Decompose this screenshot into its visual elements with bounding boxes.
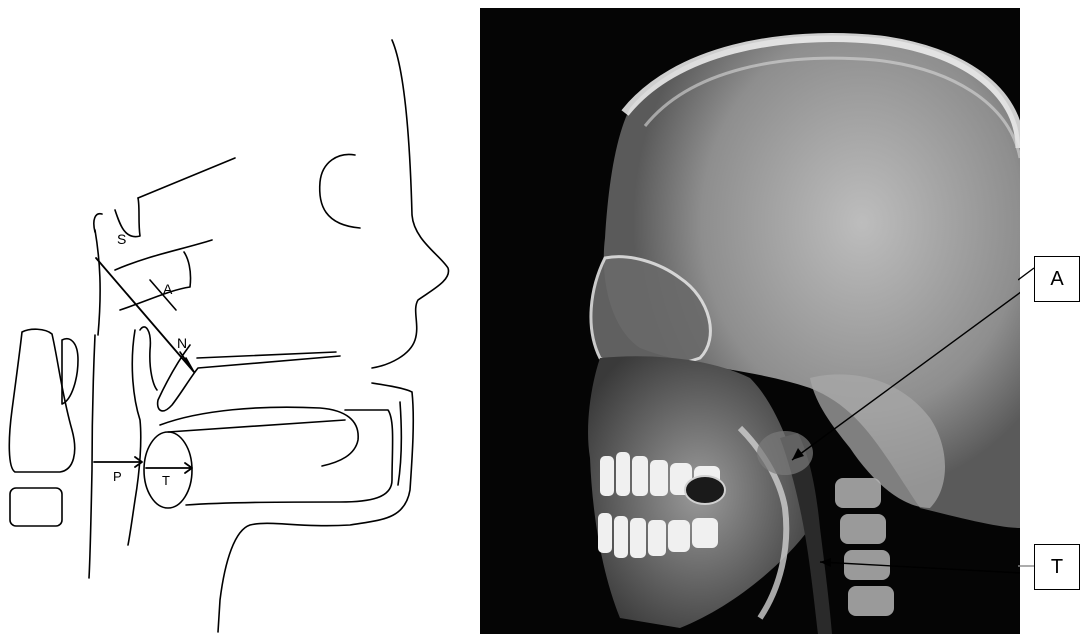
face-profile-line (372, 40, 449, 368)
unerupted-molar (685, 476, 725, 504)
p-arrow (94, 457, 142, 467)
s-n-line (96, 258, 194, 372)
label-t: T (162, 473, 170, 488)
label-n: N (177, 335, 187, 351)
callout-box-a: A (1034, 256, 1080, 302)
vertebra-small (62, 339, 78, 404)
orbit-outline (320, 154, 360, 228)
label-s: S (117, 231, 126, 247)
label-a: A (163, 281, 173, 297)
maxilla-outline (120, 252, 191, 310)
nasopharynx-upper-line (95, 230, 100, 335)
palate-line (115, 240, 212, 270)
t-arrow (146, 463, 192, 473)
callout-box-t: T (1034, 544, 1080, 590)
adenoid-region (757, 431, 813, 475)
vertebra-upper (9, 329, 74, 472)
soft-palate-upper-line (197, 352, 336, 358)
chin-neck-line (218, 383, 413, 632)
tongue-cross-section (144, 432, 192, 508)
lateral-skull-xray (480, 8, 1020, 634)
tongue-cylinder-top (168, 420, 345, 432)
vertebra-lower (10, 488, 62, 526)
tongue-outline (160, 407, 358, 466)
hyoid-lines (186, 402, 401, 505)
soft-palate-outline (158, 345, 340, 411)
n-arrow (180, 352, 194, 372)
pharyngeal-wall-line (89, 335, 95, 578)
skull-base-line (138, 158, 235, 198)
callout-leaders-outside (1018, 260, 1038, 580)
airway-sketch-diagram: S A N P T (0, 0, 470, 634)
label-p: P (113, 469, 122, 484)
epiglottis-tip (140, 327, 157, 390)
epiglottis-line (128, 330, 141, 545)
